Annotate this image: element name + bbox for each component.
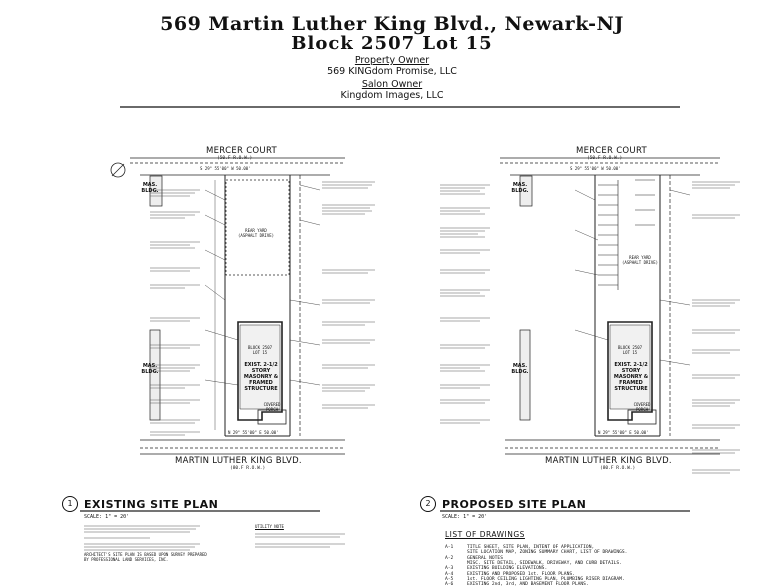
drawing-list-item: A-2 GENERAL NOTES [445,556,503,561]
drawing-code: A-5 [445,576,454,582]
proposed-plan-callouts [440,181,740,474]
existing-porch-label: COVERED PORCH [263,402,281,412]
address-title: 569 Martin Luther King Blvd., Newark-NJ [160,13,624,35]
proposed-plan-title: PROPOSED SITE PLAN [442,498,587,511]
proposed-top-street: MERCER COURT [576,146,648,156]
existing-bearing-bottom: N 29° 55'00" E 50.00' [228,430,279,435]
proposed-bottom-street-sub: (80.F R.O.W.) [600,466,636,471]
property-owner-name: 569 KINGdom Promise, LLC [327,66,457,77]
drawing-list-item: MISC. SITE DETAIL, SIDEWALK, DRIVEWAY, A… [445,561,622,566]
drawing-code: A-6 [445,582,454,588]
drawing-description: SITE LOCATION MAP, ZONING SUMMARY CHART,… [467,550,628,556]
existing-plan-scale: SCALE: 1" = 20' [84,514,130,520]
proposed-site-plan-drawing [440,157,720,512]
existing-site-plan-drawing [80,157,345,512]
drawing-description: EXISTING 2nd, 3rd, AND BASEMENT FLOOR PL… [467,582,589,588]
drawing-list-item: A-4 EXISTING AND PROPOSED 1st. FLOOR PLAN… [445,572,575,577]
proposed-yard-label: REAR YARD (ASPHALT DRIVE) [621,255,659,265]
proposed-top-street-sub: (50.F R.O.W.) [587,156,623,161]
proposed-bottom-street: MARTIN LUTHER KING BLVD. [545,456,672,466]
salon-owner-label: Salon Owner [361,79,423,90]
drawing-list-item: A-1 TITLE SHEET, SITE PLAN, INTENT OF APP… [445,545,594,550]
existing-mas-bldg-top: MAS. BLDG. [141,182,159,194]
drawing-description: 1st. FLOOR CEILING LIGHTING PLAN, PLUMBI… [467,576,625,582]
proposed-porch-label: COVERED PORCH [633,402,651,412]
existing-bottom-street: MARTIN LUTHER KING BLVD. [175,456,302,466]
existing-plan-title: EXISTING SITE PLAN [84,498,219,511]
proposed-building-label: EXIST. 2-1/2 STORY MASONRY & FRAMED STRU… [613,362,649,392]
existing-block-label: BLOCK 2507 LOT 15 [247,345,273,355]
drawing-list-item: A-6 EXISTING 2nd, 3rd, AND BASEMENT FLOOR… [445,582,589,587]
proposed-mas-bldg-bottom: MAS. BLDG. [511,363,529,375]
drawing-description: EXISTING BUILDING ELEVATIONS. [467,566,548,572]
proposed-plan-scale: SCALE: 1" = 20' [442,514,488,520]
existing-bottom-street-sub: (80.F R.O.W.) [230,466,266,471]
proposed-bearing-top: S 29° 55'00" W 50.00' [570,166,621,171]
drawing-code: A-3 [445,566,454,572]
existing-bearing-top: S 29° 55'00" W 50.00' [200,166,251,171]
proposed-block-label: BLOCK 2507 LOT 15 [617,345,643,355]
existing-plan-number: 1 [62,496,78,512]
proposed-plan-number: 2 [420,496,436,512]
drawing-description: TITLE SHEET, SITE PLAN, INTENT OF APPLIC… [467,545,595,550]
survey-note: ARCHITECT'S SITE PLAN IS BASED UPON SURV… [84,552,207,562]
existing-mas-bldg-bottom: MAS. BLDG. [141,363,159,375]
drawing-description: MISC. SITE DETAIL, SIDEWALK, DRIVEWAY, A… [467,560,622,566]
utility-note-label: UTILITY NOTE [255,524,284,529]
proposed-bearing-bottom: N 29° 55'00" E 50.00' [598,430,649,435]
existing-top-street-sub: (50.F R.O.W.) [217,156,253,161]
salon-owner-name: Kingdom Images, LLC [340,90,444,101]
drawing-description: EXISTING AND PROPOSED 1st. FLOOR PLANS. [467,571,575,577]
block-lot-title: Block 2507 Lot 15 [291,33,493,54]
drawing-code: A-4 [445,571,454,577]
drawing-description: GENERAL NOTES [467,555,503,561]
drawing-list-item: A-5 1st. FLOOR CEILING LIGHTING PLAN, PLU… [445,577,625,582]
proposed-mas-bldg-top: MAS. BLDG. [511,182,529,194]
existing-yard-label: REAR YARD (ASPHALT DRIVE) [237,228,275,238]
drawing-code: A-1 [445,545,454,550]
drawing-code: A-2 [445,555,454,561]
drawing-list-item: SITE LOCATION MAP, ZONING SUMMARY CHART,… [445,550,627,555]
existing-top-street: MERCER COURT [206,146,278,156]
drawings-heading: LIST OF DRAWINGS [445,530,525,539]
property-owner-label: Property Owner [354,55,430,66]
existing-building-label: EXIST. 2-1/2 STORY MASONRY & FRAMED STRU… [243,362,279,392]
existing-plan-callouts [84,181,375,551]
drawing-list-item: A-3 EXISTING BUILDING ELEVATIONS. [445,566,547,571]
